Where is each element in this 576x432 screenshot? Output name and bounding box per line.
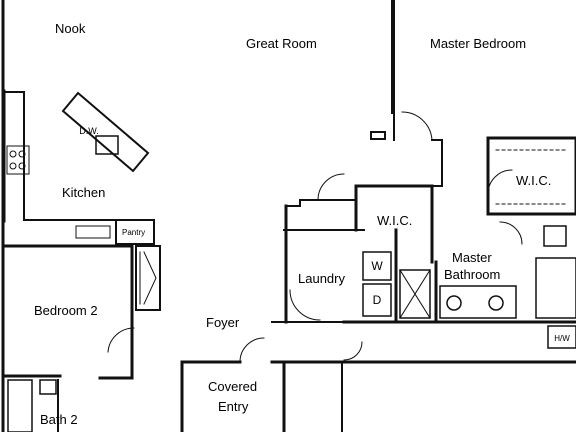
water-heater-label: H/W (554, 334, 570, 343)
washer-box (362, 251, 392, 281)
room-label-master-bathroom-2: Bathroom (444, 267, 501, 282)
kitchen-counter (4, 91, 119, 221)
linen-closet (399, 269, 431, 319)
hall-wall (431, 139, 443, 187)
dryer-symbol-label: D (373, 293, 382, 307)
wic-left-door (317, 173, 345, 201)
wic-left-walls (354, 184, 434, 264)
great-room-door (401, 111, 433, 141)
room-label-covered-entry-1: Covered (208, 379, 258, 394)
master-bath-door (499, 221, 523, 245)
kitchen-sink-counter (75, 225, 111, 239)
master-toilet (543, 225, 567, 247)
bath2-toilet (39, 379, 57, 395)
bedroom2-closet (135, 245, 161, 311)
room-label-covered-entry-2: Entry (218, 399, 249, 414)
covered-entry-walls (180, 360, 242, 432)
room-label-master-bathroom-1: Master (452, 250, 492, 265)
dryer-box (362, 283, 392, 317)
room-label-foyer: Foyer (206, 315, 240, 330)
laundry-walls (285, 199, 357, 207)
dishwasher-label: D.W. (79, 126, 99, 136)
entry-door (239, 337, 265, 363)
room-label-pantry: Pantry (122, 228, 146, 237)
bedroom2-walls (1, 244, 134, 380)
vanity (439, 285, 517, 319)
kitchen-island (61, 91, 150, 173)
room-label-master-bedroom: Master Bedroom (430, 36, 527, 51)
bath2-tub (7, 379, 33, 432)
room-label-nook: Nook (55, 21, 86, 36)
room-label-great-room: Great Room (246, 36, 317, 51)
room-label-kitchen: Kitchen (62, 185, 106, 200)
master-wic-door (487, 169, 513, 195)
closet-stub (370, 131, 386, 140)
room-label-wic-right: W.I.C. (516, 173, 552, 188)
laundry-door (289, 289, 321, 321)
room-label-bedroom-2: Bedroom 2 (34, 303, 98, 318)
room-label-bath-2: Bath 2 (40, 412, 78, 427)
garage-door-swing (343, 341, 363, 361)
room-label-laundry: Laundry (298, 271, 345, 286)
washer-symbol-label: W (371, 259, 383, 273)
water-heater (547, 325, 576, 349)
stove (6, 145, 30, 175)
master-tub (535, 257, 576, 319)
island-sink (95, 135, 119, 155)
master-wic (486, 136, 576, 216)
bedroom2-door (107, 327, 135, 353)
pantry-wall (115, 219, 155, 245)
room-label-wic-left: W.I.C. (377, 213, 413, 228)
